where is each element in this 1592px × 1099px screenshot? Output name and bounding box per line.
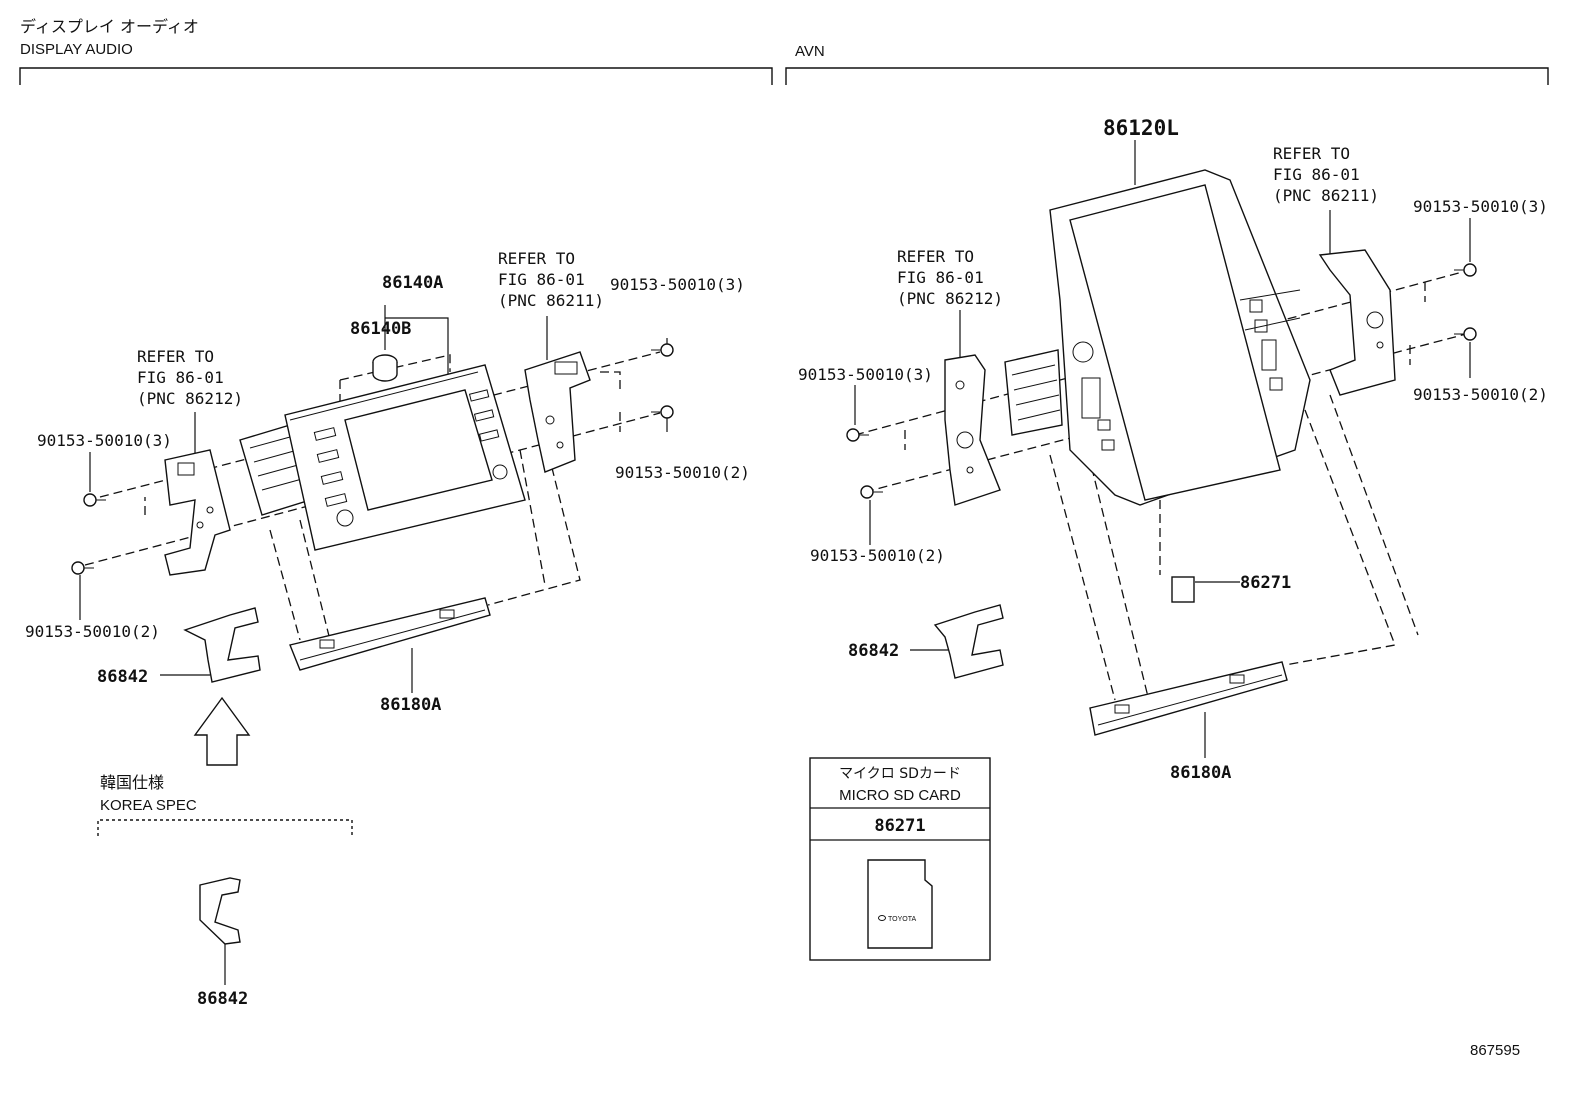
avn-ref-86212-l2: FIG 86-01 bbox=[897, 268, 984, 287]
avn-ref-86211-l3: (PNC 86211) bbox=[1273, 186, 1379, 205]
right-bracket-86211 bbox=[524, 351, 591, 473]
part-86120l: 86120L bbox=[1103, 116, 1179, 140]
left-bolt-bottom-right: 90153-50010(2) bbox=[615, 463, 750, 482]
avn-bolt-right-2: 90153-50010(2) bbox=[1413, 385, 1548, 404]
sd-box-title-jp: マイクロ SDカード bbox=[839, 766, 961, 782]
left-lower-cover-86180a bbox=[289, 597, 491, 671]
right-leaders bbox=[854, 140, 1471, 758]
avn-ref-86211-l1: REFER TO bbox=[1273, 144, 1350, 163]
avn-bolt-left-3: 90153-50010(3) bbox=[798, 365, 933, 384]
left-bolt-top-left: 90153-50010(3) bbox=[37, 431, 172, 450]
avn-micro-sd-card bbox=[1171, 576, 1195, 603]
avn-ref-86212-l3: (PNC 86212) bbox=[897, 289, 1003, 308]
avn-part-86842: 86842 bbox=[848, 641, 899, 661]
display-audio-title-jp: ディスプレイ オーディオ bbox=[20, 17, 199, 36]
korea-title-en: KOREA SPEC bbox=[100, 797, 197, 814]
sd-box-title-en: MICRO SD CARD bbox=[839, 787, 961, 804]
korea-part-86842: 86842 bbox=[197, 989, 248, 1009]
left-leaders bbox=[79, 305, 668, 693]
left-ref-86211-l2: FIG 86-01 bbox=[498, 270, 585, 289]
left-ref-86211-l3: (PNC 86211) bbox=[498, 291, 604, 310]
avn-left-bracket-86212 bbox=[944, 354, 1001, 506]
avn-title: AVN bbox=[795, 43, 825, 60]
left-ref-86212-l1: REFER TO bbox=[137, 347, 214, 366]
right-bolts bbox=[846, 263, 1477, 499]
avn-bolt-left-2: 90153-50010(2) bbox=[810, 546, 945, 565]
left-bolts bbox=[71, 343, 674, 575]
figure-number: 867595 bbox=[1470, 1042, 1520, 1059]
left-bolt-bottom-left: 90153-50010(2) bbox=[25, 622, 160, 641]
korea-title-jp: 韓国仕様 bbox=[100, 773, 164, 792]
left-spacer-86842 bbox=[183, 607, 261, 683]
display-audio-title-en: DISPLAY AUDIO bbox=[20, 41, 133, 58]
left-bolt-top-right: 90153-50010(3) bbox=[610, 275, 745, 294]
avn-lower-cover-86180a bbox=[1089, 661, 1288, 736]
avn-bolt-right-3: 90153-50010(3) bbox=[1413, 197, 1548, 216]
left-ref-86212-l3: (PNC 86212) bbox=[137, 389, 243, 408]
avn-right-bracket-86211 bbox=[1318, 249, 1396, 396]
left-part-86842: 86842 bbox=[97, 667, 148, 687]
sd-card-illustration bbox=[867, 859, 933, 949]
left-bracket-86212 bbox=[164, 449, 231, 576]
part-86140a: 86140A bbox=[382, 273, 443, 293]
avn-part-86271: 86271 bbox=[1240, 573, 1291, 593]
part-86140b: 86140B bbox=[350, 319, 411, 339]
sd-box-part-number: 86271 bbox=[874, 816, 925, 836]
avn-part-86180a: 86180A bbox=[1170, 763, 1231, 783]
left-ref-86211-l1: REFER TO bbox=[498, 249, 575, 268]
left-part-86180a: 86180A bbox=[380, 695, 441, 715]
avn-display-unit-86120l bbox=[1004, 169, 1311, 506]
left-ref-86212-l2: FIG 86-01 bbox=[137, 368, 224, 387]
korea-spacer-86842 bbox=[199, 877, 241, 945]
toyota-logo-icon bbox=[878, 915, 886, 921]
avn-spacer-86842 bbox=[933, 604, 1004, 679]
avn-ref-86211-l2: FIG 86-01 bbox=[1273, 165, 1360, 184]
korea-arrow bbox=[193, 696, 251, 766]
avn-bracket bbox=[785, 67, 1549, 85]
sd-card-brand: TOYOTA bbox=[888, 916, 916, 923]
knob-86140b bbox=[372, 354, 398, 382]
display-audio-bracket bbox=[19, 67, 773, 85]
avn-ref-86212-l1: REFER TO bbox=[897, 247, 974, 266]
korea-bracket bbox=[97, 819, 353, 836]
display-audio-unit bbox=[239, 364, 526, 551]
micro-sd-card-box: マイクロ SDカード MICRO SD CARD 86271 TOYOTA bbox=[809, 757, 991, 961]
